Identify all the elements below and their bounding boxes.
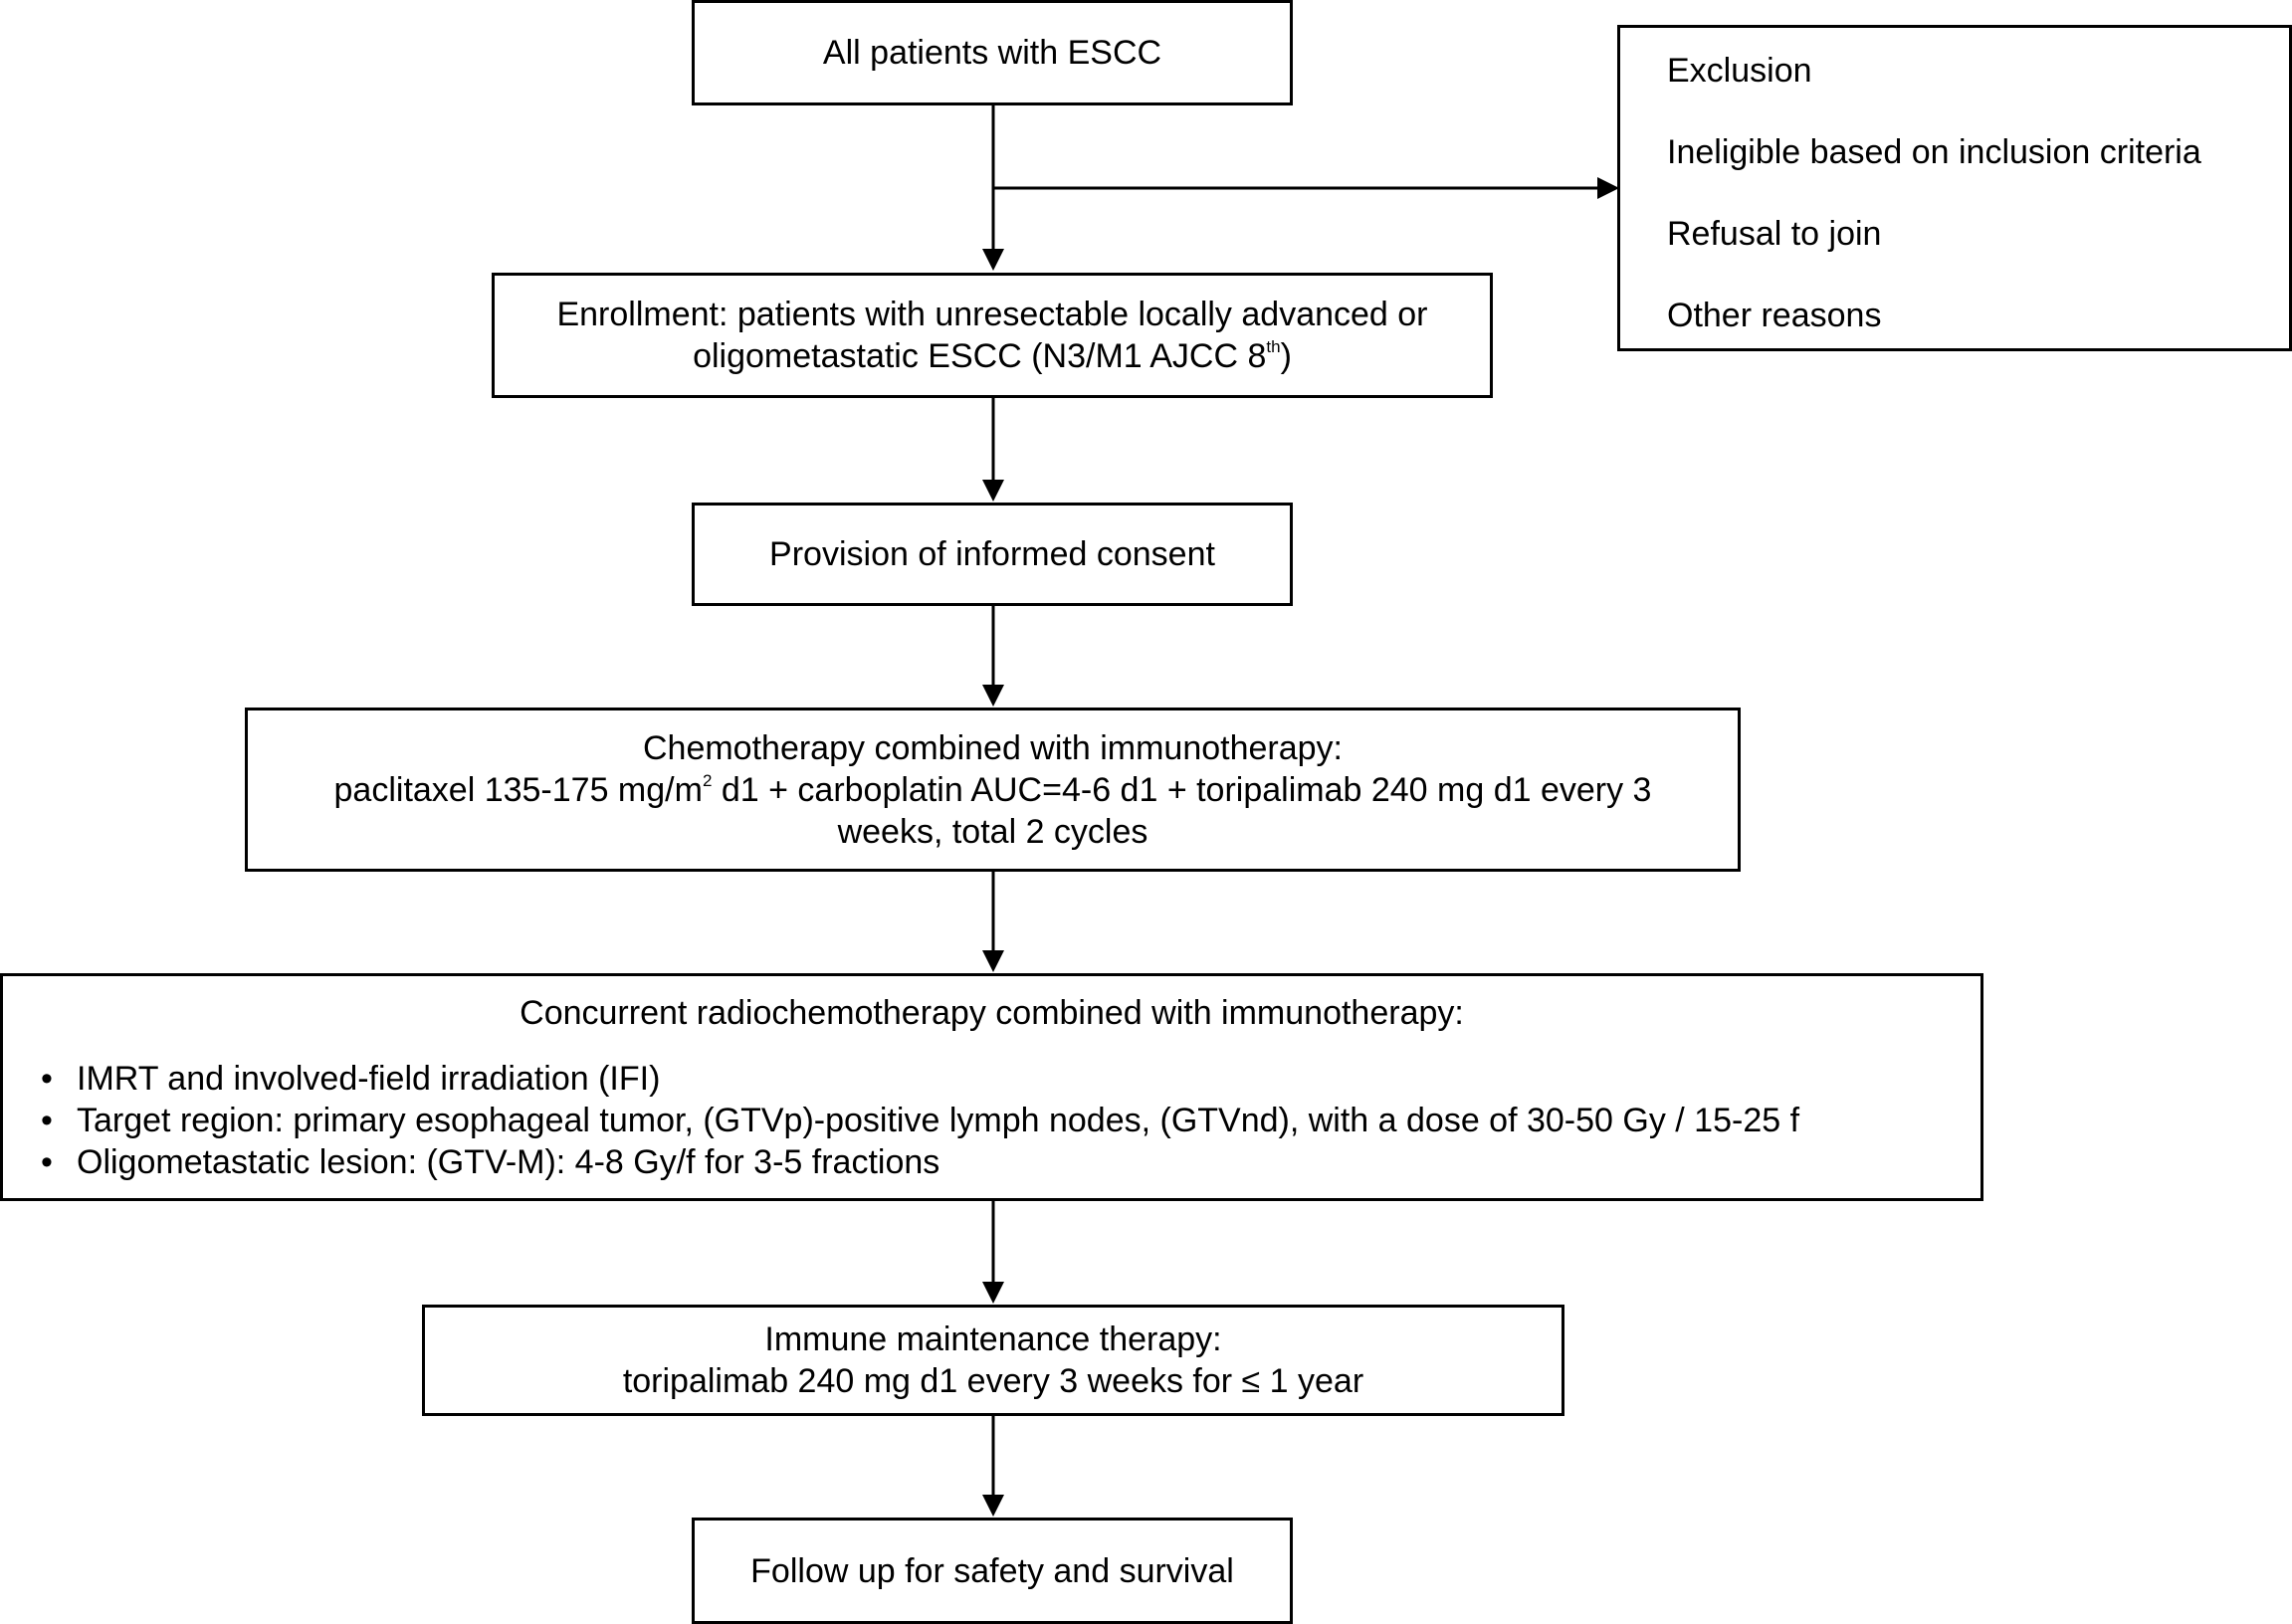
followup-text: Follow up for safety and survival xyxy=(750,1551,1234,1590)
chemo-title: Chemotherapy combined with immunotherapy… xyxy=(642,728,1343,767)
arrowhead-3 xyxy=(982,685,1004,707)
exclusion-box: Exclusion Ineligible based on inclusion … xyxy=(1617,25,2292,351)
arrowhead-1 xyxy=(982,249,1004,271)
exclusion-item: Refusal to join xyxy=(1667,215,1882,253)
radio-bullet-list: •IMRT and involved-field irradiation (IF… xyxy=(41,1058,1799,1183)
radio-box: Concurrent radiochemotherapy combined wi… xyxy=(0,973,1983,1201)
arrowhead-2 xyxy=(982,480,1004,502)
chemo-line: weeks, total 2 cycles xyxy=(837,812,1148,851)
chemo-box: Chemotherapy combined with immunotherapy… xyxy=(245,708,1741,872)
all-patients-text: All patients with ESCC xyxy=(822,34,1162,72)
arrowhead-6 xyxy=(982,1495,1004,1517)
superscript-2: 2 xyxy=(702,770,713,790)
radio-title: Concurrent radiochemotherapy combined wi… xyxy=(520,994,1464,1032)
exclusion-title: Exclusion xyxy=(1667,52,1812,90)
maintenance-line: toripalimab 240 mg d1 every 3 weeks for … xyxy=(622,1362,1364,1400)
arrowhead-exclusion xyxy=(1597,177,1619,199)
enrollment-line: Enrollment: patients with unresectable l… xyxy=(556,296,1428,333)
enrollment-box: Enrollment: patients with unresectable l… xyxy=(492,273,1493,398)
list-item: •Target region: primary esophageal tumor… xyxy=(41,1102,1800,1139)
arrowhead-5 xyxy=(982,1282,1004,1304)
exclusion-item: Ineligible based on inclusion criteria xyxy=(1667,133,2201,171)
superscript-th: th xyxy=(1266,337,1281,356)
list-item: •Oligometastatic lesion: (GTV-M): 4-8 Gy… xyxy=(41,1143,940,1181)
list-item: •IMRT and involved-field irradiation (IF… xyxy=(41,1060,661,1098)
exclusion-item: Other reasons xyxy=(1667,297,1882,334)
enrollment-line: oligometastatic ESCC (N3/M1 AJCC 8th) xyxy=(693,337,1292,375)
chemo-line: paclitaxel 135-175 mg/m2 d1 + carboplati… xyxy=(333,770,1652,809)
followup-box: Follow up for safety and survival xyxy=(692,1518,1293,1624)
maintenance-title: Immune maintenance therapy: xyxy=(764,1320,1222,1358)
arrowhead-4 xyxy=(982,950,1004,972)
consent-text: Provision of informed consent xyxy=(769,535,1215,573)
all-patients-box: All patients with ESCC xyxy=(692,0,1293,105)
consent-box: Provision of informed consent xyxy=(692,503,1293,606)
maintenance-box: Immune maintenance therapy: toripalimab … xyxy=(422,1305,1564,1416)
